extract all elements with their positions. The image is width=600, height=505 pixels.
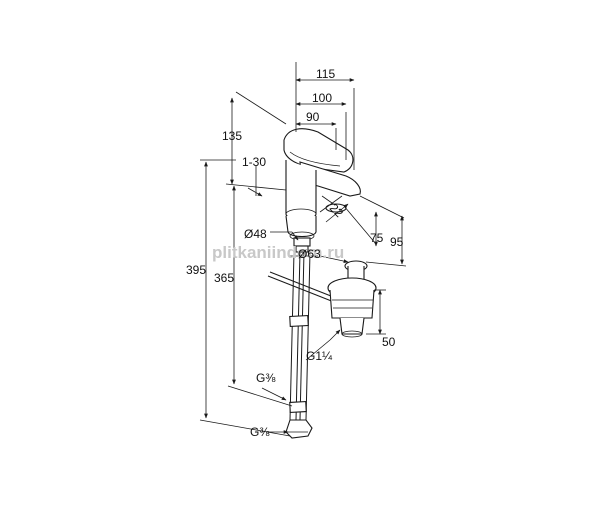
dim-395: 395 xyxy=(186,263,206,277)
dim-diameter-48: Ø48 xyxy=(244,227,267,241)
thread-g3-8-upper: G⅜ xyxy=(256,371,276,385)
dim-75: 75 xyxy=(370,231,384,245)
dim-365: 365 xyxy=(214,271,234,285)
watermark: plitkaniindom.ru xyxy=(212,243,344,262)
thread-g1-1-4: G1¼ xyxy=(306,349,333,363)
popup-rod xyxy=(267,271,337,303)
faucet-lever xyxy=(283,128,354,173)
dim-135: 135 xyxy=(222,129,242,143)
dim-50: 50 xyxy=(382,335,396,349)
faucet-body xyxy=(283,128,361,257)
dimension-labels: 115 100 90 135 1-30 22 75 95 Ø48 Ø63 395… xyxy=(186,67,404,439)
dim-90: 90 xyxy=(306,110,320,124)
supply-hoses xyxy=(285,251,313,439)
faucet-cylinder xyxy=(285,160,317,221)
thread-g3-8-lower: G⅜ xyxy=(250,425,270,439)
dim-1-30: 1-30 xyxy=(242,155,266,169)
dim-22: 22 xyxy=(327,201,347,221)
dimension-lines xyxy=(199,62,407,437)
dim-95: 95 xyxy=(390,235,404,249)
dim-diameter-63: Ø63 xyxy=(298,247,321,261)
dim-115: 115 xyxy=(316,67,335,81)
hose-connector xyxy=(285,419,313,439)
drain-waste xyxy=(327,260,377,338)
dim-100: 100 xyxy=(312,91,332,105)
